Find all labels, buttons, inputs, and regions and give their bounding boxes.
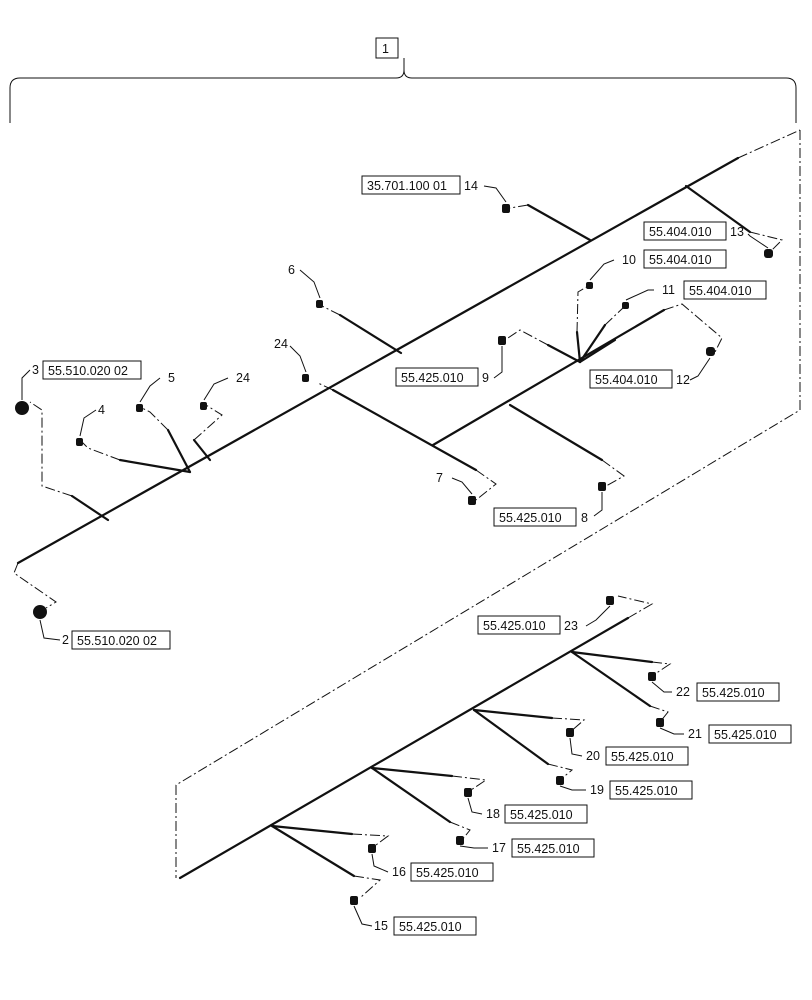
callout-2[interactable]: 2 55.510.020 02 [62,630,171,650]
callout-22-ref: 55.425.010 [702,686,765,700]
callout-12-item: 12 [676,373,690,387]
callout-3[interactable]: 3 55.510.020 02 [32,360,142,380]
callout-23[interactable]: 55.425.010 23 [477,615,578,635]
callout-11[interactable]: 11 55.404.010 [662,280,767,300]
callout-23-item: 23 [564,619,578,633]
callout-17-ref: 55.425.010 [517,842,580,856]
callout-7[interactable]: 7 [436,471,443,485]
callout-18[interactable]: 18 55.425.010 [486,804,588,824]
callout-8-ref: 55.425.010 [499,511,562,525]
callout-15-ref: 55.425.010 [399,920,462,934]
callout-9[interactable]: 55.425.010 9 [395,367,489,387]
callout-3-ref: 55.510.020 02 [48,364,128,378]
callout-20[interactable]: 20 55.425.010 [586,746,689,766]
callout-22[interactable]: 22 55.425.010 [676,682,780,702]
callout-11-ref: 55.404.010 [689,284,752,298]
callout-23-ref: 55.425.010 [483,619,546,633]
callout-21-ref: 55.425.010 [714,728,777,742]
callout-14-item: 14 [464,179,478,193]
callout-8-item: 8 [581,511,588,525]
callout-21[interactable]: 21 55.425.010 [688,724,792,744]
lower-harness [178,595,672,899]
callout-18-item: 18 [486,807,500,821]
callout-4-item: 4 [98,403,105,417]
callout-10-ref: 55.404.010 [649,253,712,267]
callout-3-item: 3 [32,363,39,377]
callout-19-item: 19 [590,783,604,797]
assembly-bracket: 1 [9,37,797,123]
callout-12[interactable]: 55.404.010 12 [589,369,690,389]
callout-10-item: 10 [622,253,636,267]
callout-13-item: 13 [730,225,744,239]
callout-19-ref: 55.425.010 [615,784,678,798]
callout-14-ref: 35.701.100 01 [367,179,447,193]
callout-24-left-item: 24 [236,371,250,385]
callout-16-item: 16 [392,865,406,879]
callout-17[interactable]: 17 55.425.010 [492,838,595,858]
callout-19[interactable]: 19 55.425.010 [590,780,693,800]
callout-2-ref: 55.510.020 02 [77,634,157,648]
leader-lines [21,185,769,927]
callout-5[interactable]: 5 [168,371,175,385]
callout-17-item: 17 [492,841,506,855]
callout-16-ref: 55.425.010 [416,866,479,880]
assembly-item-number[interactable]: 1 [382,42,389,56]
callout-4[interactable]: 4 [98,403,105,417]
callout-24-left[interactable]: 24 [236,371,250,385]
callout-22-item: 22 [676,685,690,699]
harness-link-line [175,130,801,878]
callout-14[interactable]: 35.701.100 01 14 [361,175,478,195]
callout-7-item: 7 [436,471,443,485]
callout-12-ref: 55.404.010 [595,373,658,387]
callout-18-ref: 55.425.010 [510,808,573,822]
connectors [15,204,773,905]
callout-6-item: 6 [288,263,295,277]
callout-15[interactable]: 15 55.425.010 [374,916,477,936]
callout-6[interactable]: 6 [288,263,295,277]
callout-15-item: 15 [374,919,388,933]
callout-20-item: 20 [586,749,600,763]
callout-10[interactable]: 10 55.404.010 [622,249,727,269]
callout-20-ref: 55.425.010 [611,750,674,764]
callout-13[interactable]: 55.404.010 13 [643,221,744,241]
callout-24-mid[interactable]: 24 [274,337,288,351]
main-harness [13,129,801,609]
callout-24-mid-item: 24 [274,337,288,351]
callout-9-ref: 55.425.010 [401,371,464,385]
callout-5-item: 5 [168,371,175,385]
callout-2-item: 2 [62,633,69,647]
callout-13-ref: 55.404.010 [649,225,712,239]
callout-16[interactable]: 16 55.425.010 [392,862,494,882]
callout-21-item: 21 [688,727,702,741]
callout-9-item: 9 [482,371,489,385]
callout-8[interactable]: 55.425.010 8 [493,507,588,527]
callout-11-item: 11 [662,283,675,297]
